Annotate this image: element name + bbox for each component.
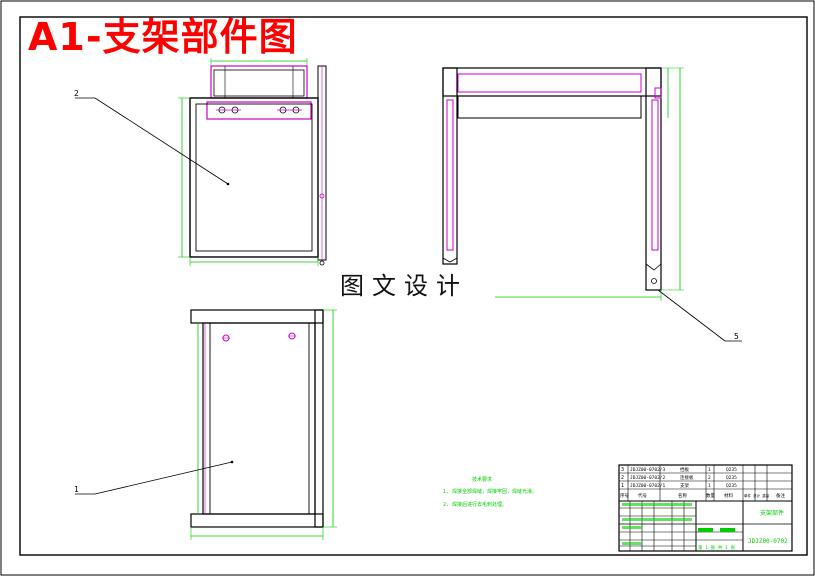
plan-view bbox=[190, 309, 337, 540]
part-name: 支架部件 bbox=[760, 509, 784, 517]
bom-header-name: 名称 bbox=[678, 492, 687, 499]
notes-line-2: 2. 焊接后进行去毛刺处理。 bbox=[443, 501, 507, 508]
bom-header-material: 材料 bbox=[724, 492, 733, 499]
notes-line-1: 1. 焊接全部焊缝，焊接牢固，焊缝光滑。 bbox=[443, 488, 537, 495]
bom-row-no: 2 bbox=[621, 475, 624, 481]
bom-header-code: 代号 bbox=[638, 492, 647, 499]
bom-row-name: 连接板 bbox=[680, 474, 694, 481]
bom-row-material: Q235 bbox=[726, 475, 737, 481]
bom-row-material: Q235 bbox=[726, 483, 737, 489]
leader-lines bbox=[75, 97, 742, 495]
bom-header-weight: 单件 总计 重量 bbox=[744, 493, 770, 498]
inner-border bbox=[19, 16, 808, 556]
drawing-number: JDJZ00-0702 bbox=[748, 538, 788, 545]
watermark-text: 图文设计 bbox=[338, 272, 470, 300]
bom-row-name: 挡板 bbox=[680, 466, 689, 473]
balloon-1: 1 bbox=[74, 485, 79, 494]
drawing-title: A1-支架部件图 bbox=[28, 15, 298, 59]
sheet-number: 第 1 张 共 1 张 bbox=[698, 544, 735, 551]
bom-header-no: 序号 bbox=[620, 492, 629, 499]
bom-row-qty: 2 bbox=[708, 475, 711, 481]
bom-row-no: 3 bbox=[621, 467, 624, 473]
bom-table: 3 JDJZ00-0702/3 挡板 1 Q235 2 JDJZ00-0702/… bbox=[620, 466, 785, 499]
bom-row-qty: 1 bbox=[708, 483, 711, 489]
title-block bbox=[618, 464, 793, 552]
bom-row-code: JDJZ00-0702/3 bbox=[630, 467, 666, 473]
side-view bbox=[442, 67, 684, 301]
bom-header-remark: 备注 bbox=[776, 492, 785, 499]
bom-row-name: 支架 bbox=[680, 482, 689, 489]
bom-header-qty: 数量 bbox=[706, 492, 715, 499]
notes-heading: 技术要求 bbox=[472, 476, 492, 483]
bom-row-code: JDJZ00-0702/1 bbox=[630, 483, 666, 489]
balloon-2: 2 bbox=[74, 89, 79, 98]
front-view bbox=[178, 58, 327, 266]
bom-row-material: Q235 bbox=[726, 467, 737, 473]
bom-row-code: JDJZ00-0702/2 bbox=[630, 475, 666, 481]
technical-notes: 技术要求 1. 焊接全部焊缝，焊接牢固，焊缝光滑。 2. 焊接后进行去毛刺处理。 bbox=[443, 476, 537, 508]
bom-row-qty: 1 bbox=[708, 467, 711, 473]
bom-row-no: 1 bbox=[621, 483, 624, 489]
balloon-5: 5 bbox=[734, 332, 739, 341]
